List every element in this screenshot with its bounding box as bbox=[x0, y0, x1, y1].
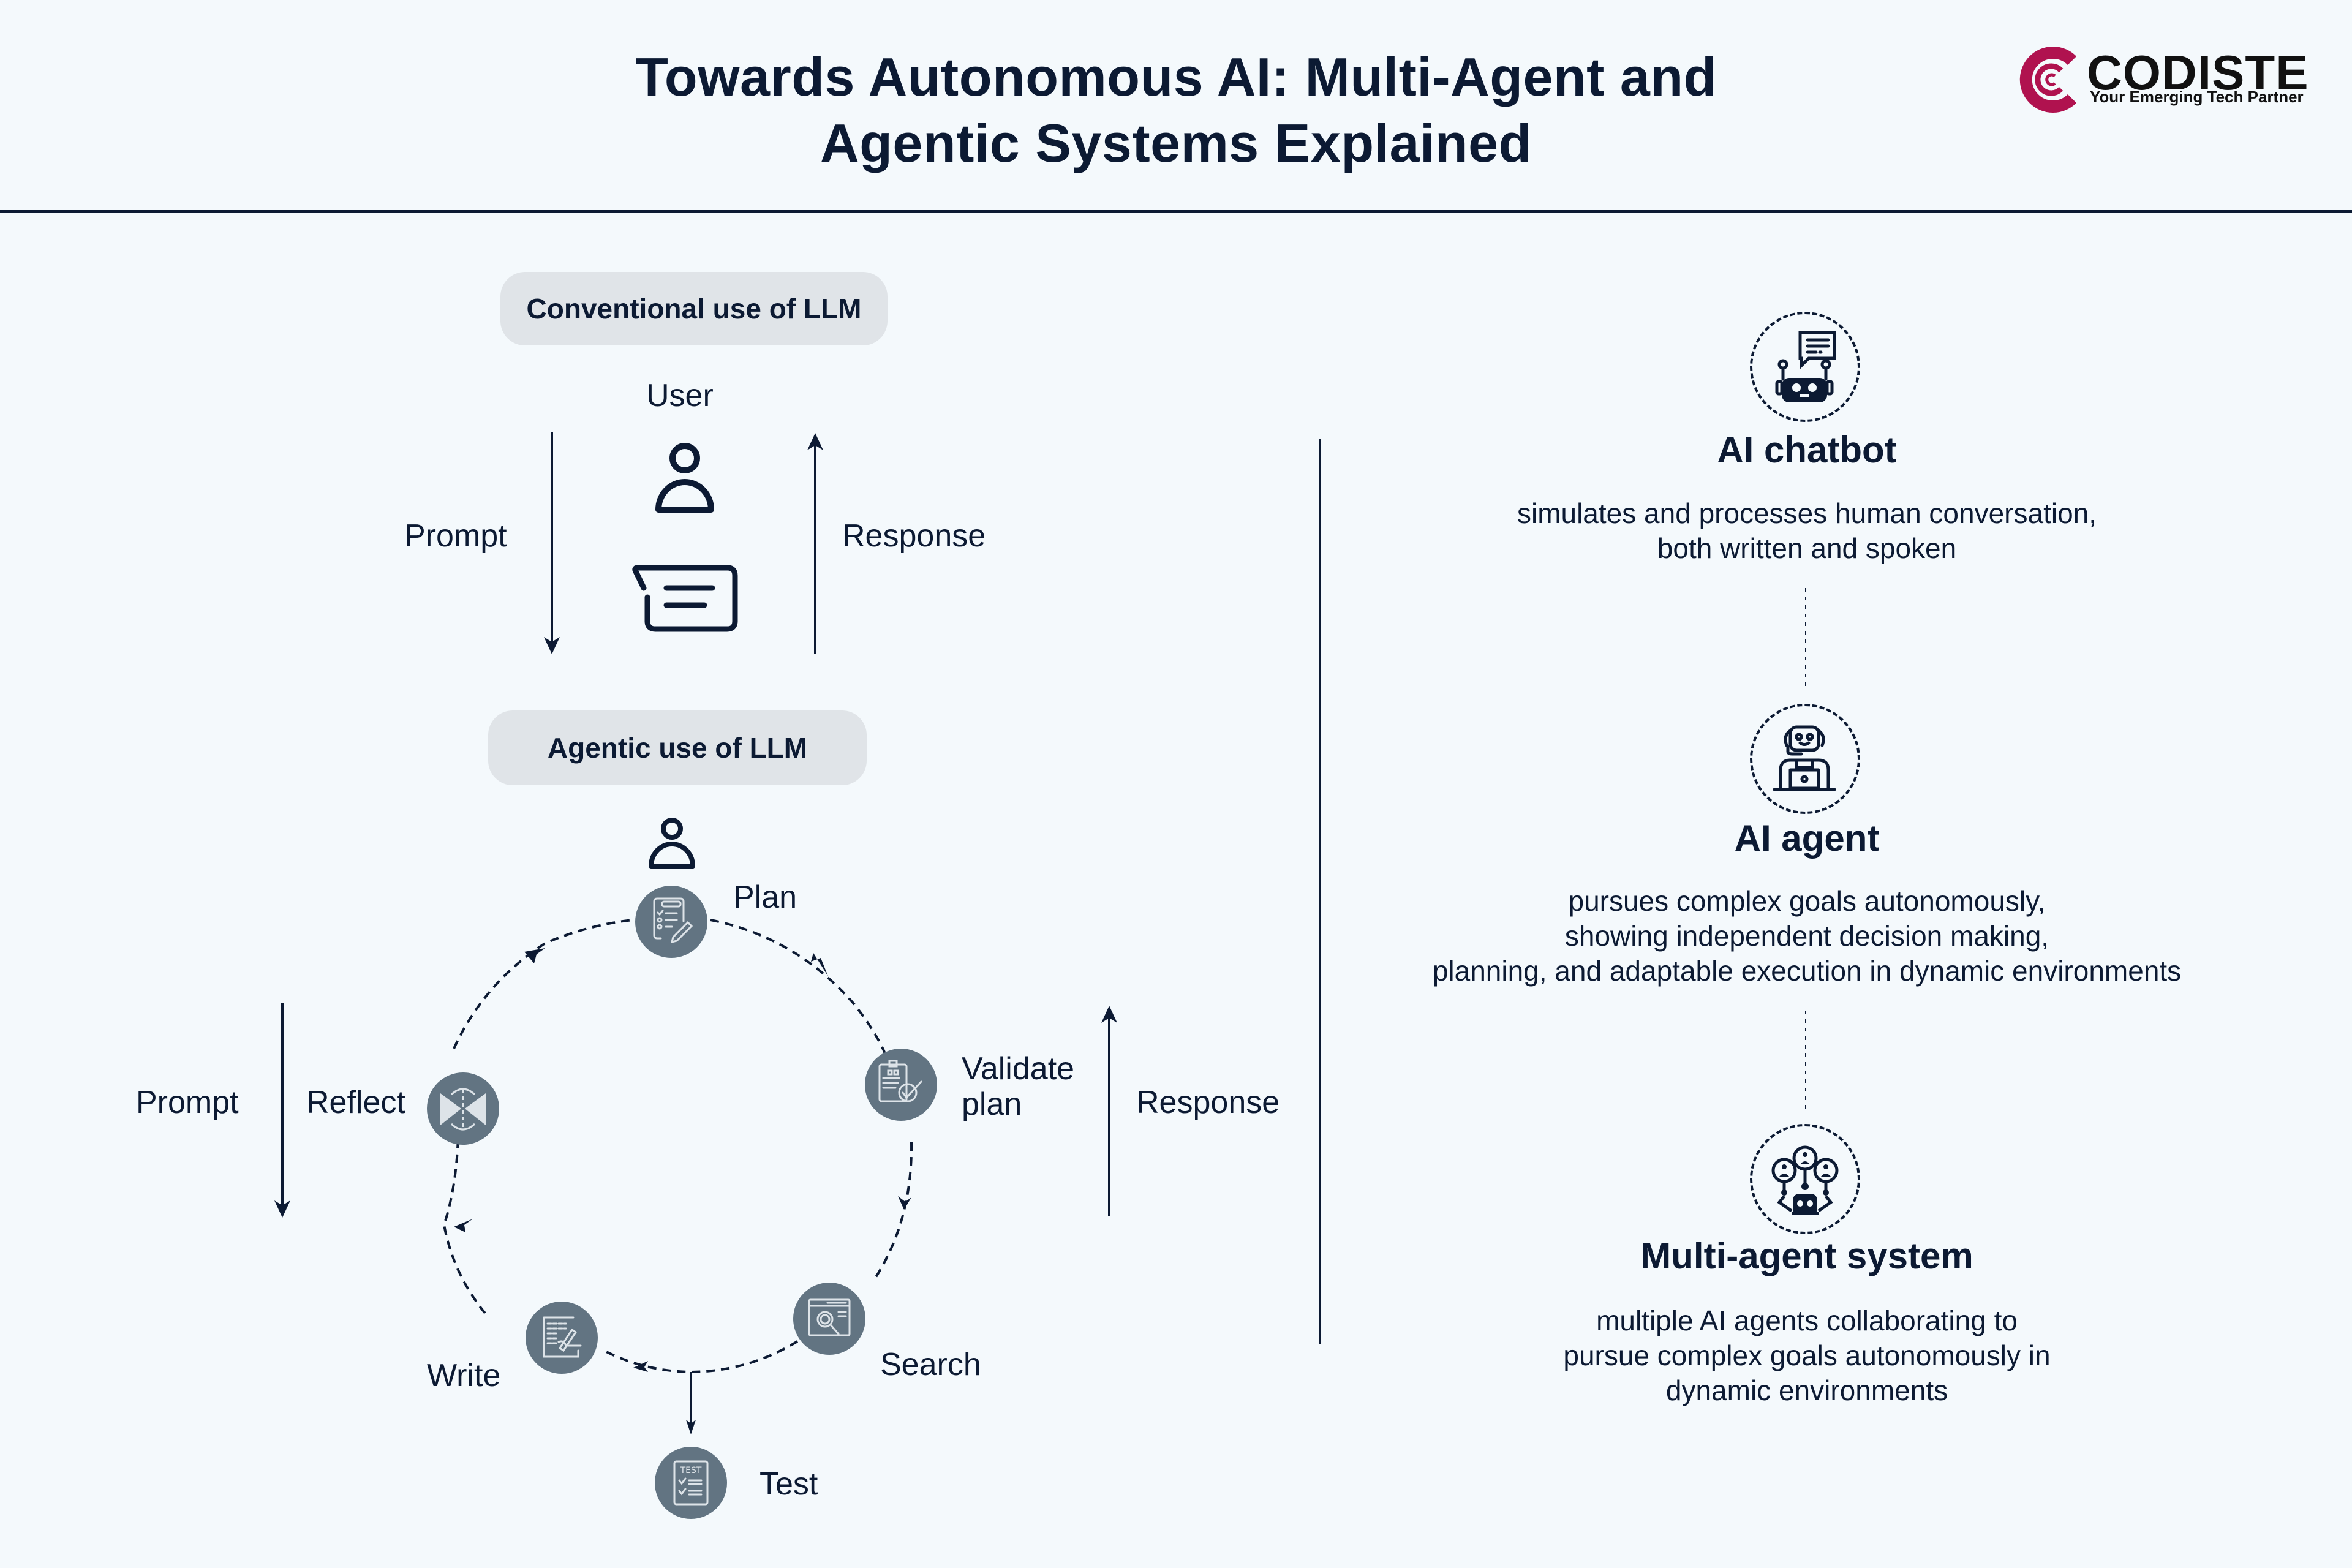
arrowhead-plan-to-validate bbox=[811, 953, 828, 976]
response-arrow-agentic bbox=[1101, 1006, 1117, 1216]
codiste-logo: CODISTE Your Emerging Tech Partner bbox=[2018, 46, 2312, 113]
chatbot-desc-line-2: both written and spoken bbox=[1657, 532, 1957, 564]
multiagent-description: multiple AI agents collaborating to purs… bbox=[1317, 1303, 2297, 1408]
prompt-arrow-conventional bbox=[544, 432, 560, 654]
prompt-label-conventional: Prompt bbox=[404, 518, 507, 554]
chatbot-desc-line-1: simulates and processes human conversati… bbox=[1517, 497, 2097, 529]
step-test-label: Test bbox=[760, 1466, 818, 1502]
step-write-label: Write bbox=[427, 1358, 501, 1393]
step-reflect-label: Reflect bbox=[306, 1085, 405, 1120]
step-write-node bbox=[526, 1302, 598, 1374]
svg-text:TEST: TEST bbox=[680, 1466, 702, 1476]
step-plan-node bbox=[635, 886, 707, 958]
prompt-arrow-agentic bbox=[274, 1003, 290, 1218]
logo-tagline: Your Emerging Tech Partner bbox=[2090, 88, 2304, 106]
user-label: User bbox=[646, 378, 714, 413]
cycle-arrowheads bbox=[454, 948, 911, 1372]
user-icon bbox=[655, 443, 714, 513]
page-title: Towards Autonomous AI: Multi-Agent and A… bbox=[0, 44, 2352, 176]
codiste-c-logo-icon bbox=[2019, 47, 2077, 113]
response-label-agentic: Response bbox=[1136, 1085, 1280, 1120]
arrowhead-reflect-to-plan bbox=[524, 948, 545, 963]
test-checklist-icon: TEST bbox=[673, 1460, 709, 1506]
title-line-2: Agentic Systems Explained bbox=[820, 113, 1532, 173]
multiagent-title: Multi-agent system bbox=[1640, 1235, 1973, 1276]
agent-description: pursues complex goals autonomously, show… bbox=[1317, 884, 2297, 989]
reflect-mirror-icon bbox=[440, 1088, 486, 1131]
agent-robot-laptop-icon bbox=[1773, 725, 1836, 791]
multiagent-desc-line-2: pursue complex goals autonomously in bbox=[1563, 1340, 2051, 1371]
multiagent-desc-line-3: dynamic environments bbox=[1665, 1374, 1948, 1406]
step-plan-label: Plan bbox=[733, 880, 797, 915]
document-writing-icon bbox=[543, 1316, 582, 1358]
step-validate-line-2: plan bbox=[962, 1087, 1022, 1122]
step-validate-line-1: Validate bbox=[962, 1051, 1075, 1087]
browser-search-icon bbox=[808, 1298, 851, 1336]
agent-desc-line-2: showing independent decision making, bbox=[1564, 920, 2049, 952]
multiagent-icon-ring bbox=[1750, 1124, 1860, 1234]
chatbot-description: simulates and processes human conversati… bbox=[1317, 496, 2297, 566]
agentic-user-icon bbox=[649, 818, 695, 869]
prompt-label-agentic: Prompt bbox=[136, 1085, 239, 1120]
step-search-label: Search bbox=[880, 1347, 981, 1382]
conventional-llm-pill: Conventional use of LLM bbox=[500, 272, 888, 345]
step-validate-node bbox=[865, 1049, 937, 1121]
agent-icon-ring bbox=[1750, 704, 1860, 814]
clipboard-check-icon bbox=[878, 1060, 922, 1102]
response-arrow-conventional bbox=[807, 433, 823, 654]
header-divider bbox=[0, 210, 2352, 213]
agent-desc-line-1: pursues complex goals autonomously, bbox=[1568, 885, 2046, 917]
step-reflect-node bbox=[427, 1072, 499, 1145]
agent-desc-line-3: planning, and adaptable execution in dyn… bbox=[1432, 955, 2182, 987]
multiagent-desc-line-1: multiple AI agents collaborating to bbox=[1596, 1305, 2018, 1336]
agent-title: AI agent bbox=[1734, 818, 1880, 859]
arrowhead-search-to-write bbox=[633, 1361, 648, 1372]
step-search-node bbox=[793, 1283, 865, 1355]
step-validate-label: Validate plan bbox=[962, 1051, 1074, 1122]
multi-agent-network-icon bbox=[1771, 1145, 1839, 1215]
chatbot-robot-icon bbox=[1775, 331, 1836, 402]
step-test-node: TEST bbox=[655, 1447, 727, 1519]
title-line-1: Towards Autonomous AI: Multi-Agent and bbox=[635, 47, 1717, 107]
response-label-conventional: Response bbox=[842, 518, 986, 554]
arrowhead-validate-to-search bbox=[898, 1196, 911, 1210]
chatbot-title: AI chatbot bbox=[1717, 429, 1897, 470]
checklist-pencil-icon bbox=[653, 897, 693, 944]
agentic-cycle-path bbox=[442, 919, 913, 1374]
chatbot-icon-ring bbox=[1750, 312, 1860, 422]
arrowhead-write-to-reflect bbox=[454, 1219, 473, 1232]
agentic-llm-pill: Agentic use of LLM bbox=[488, 710, 867, 785]
logo-name: CODISTE bbox=[2087, 45, 2309, 100]
test-connector-arrow bbox=[686, 1372, 696, 1434]
chat-bubble-icon bbox=[632, 565, 738, 632]
